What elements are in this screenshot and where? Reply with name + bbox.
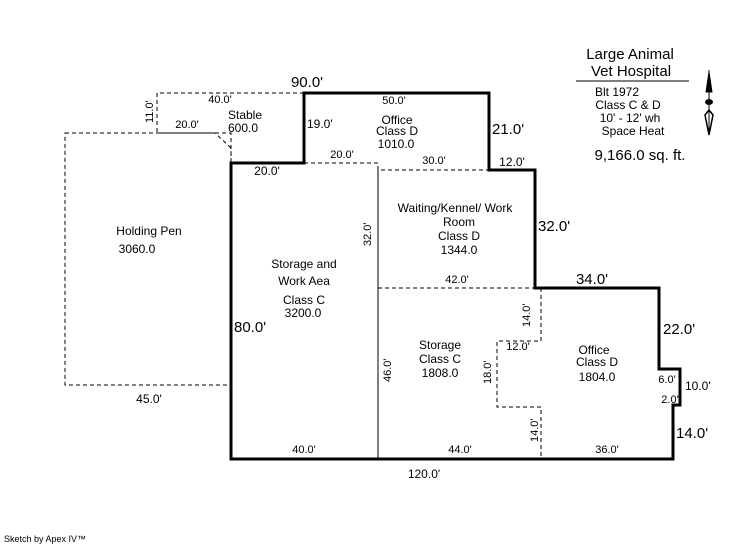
building-outline: [229, 91, 682, 461]
dim-36: 36.0': [595, 444, 619, 456]
dim-18: 18.0': [482, 360, 494, 384]
dim-21: 21.0': [492, 121, 525, 138]
storage-work-area: 3200.0: [284, 306, 322, 320]
storage-work-class: Class C: [282, 293, 326, 307]
dim-2: 2.0': [661, 394, 679, 406]
construction-class: Class C & D: [595, 98, 661, 112]
storage-name: Storage: [418, 338, 462, 352]
storage-class: Class C: [418, 352, 462, 366]
storage-office-divider: [496, 288, 542, 459]
office-top-name: Office: [381, 113, 413, 127]
stable-outline: [156, 92, 304, 163]
built-year: Blt 1972: [594, 85, 640, 99]
dim-45: 45.0': [136, 392, 162, 406]
dim-80: 80.0': [234, 319, 267, 336]
dim-46: 46.0': [382, 358, 394, 382]
wall-height: 10' - 12' wh: [599, 111, 661, 125]
dim-30: 30.0': [422, 155, 446, 167]
holding-pen-area: 3060.0: [118, 242, 156, 256]
dim-20-a: 20.0': [330, 149, 354, 161]
dim-42: 42.0': [445, 274, 469, 286]
total-area: 9,166.0 sq. ft.: [594, 147, 686, 164]
storage-work-name-2: Work Aea: [278, 274, 330, 288]
stable-name: Stable: [227, 108, 263, 122]
dim-40-bottom: 40.0': [292, 444, 316, 456]
dim-10: 10.0': [685, 379, 711, 393]
dim-90: 90.0': [290, 74, 324, 91]
dim-120: 120.0': [407, 467, 441, 481]
dim-14-c: 14.0': [676, 425, 709, 442]
waiting-name-2: Room: [442, 215, 476, 229]
dim-20-b: 20.0': [254, 164, 280, 178]
heat-type: Space Heat: [601, 124, 665, 138]
dim-50: 50.0': [382, 95, 406, 107]
office-right-area: 1804.0: [578, 370, 616, 384]
stable-area: 600.0: [227, 121, 259, 135]
office-right-name: Office: [578, 343, 610, 357]
holding-pen-outline: [64, 132, 232, 386]
waiting-class: Class D: [437, 229, 481, 243]
dim-32-right: 32.0': [538, 218, 571, 235]
dim-32-left: 32.0': [362, 222, 374, 246]
storage-work-name: Storage and: [271, 257, 337, 271]
storage-area: 1808.0: [421, 366, 459, 380]
dim-20-stable: 20.0': [175, 119, 199, 131]
dim-14-b: 14.0': [529, 418, 541, 442]
dim-12-mid: 12.0': [506, 341, 530, 353]
dim-6: 6.0': [658, 374, 676, 386]
dim-12-top: 12.0': [499, 155, 525, 169]
dim-11: 11.0': [144, 100, 156, 123]
holding-pen-name: Holding Pen: [116, 224, 182, 238]
office-top-class: Class D: [375, 124, 419, 138]
dim-19: 19.0': [307, 117, 333, 131]
dim-34: 34.0': [575, 271, 609, 288]
dim-14-a: 14.0': [521, 303, 533, 327]
waiting-area: 1344.0: [440, 243, 478, 257]
office-top-divider: [304, 162, 489, 171]
waiting-name: Waiting/Kennel/ Work: [397, 201, 513, 215]
footer-credit: Sketch by Apex IV™: [4, 534, 87, 544]
dim-44: 44.0': [448, 444, 472, 456]
north-arrow-icon: [704, 70, 714, 136]
office-right-class: Class D: [575, 355, 619, 369]
office-top-area: 1010.0: [377, 137, 415, 151]
dim-40-top: 40.0': [208, 94, 232, 106]
title-line2: Vet Hospital: [590, 63, 672, 80]
title-line1: Large Animal: [586, 46, 674, 63]
dim-22: 22.0': [663, 321, 696, 338]
